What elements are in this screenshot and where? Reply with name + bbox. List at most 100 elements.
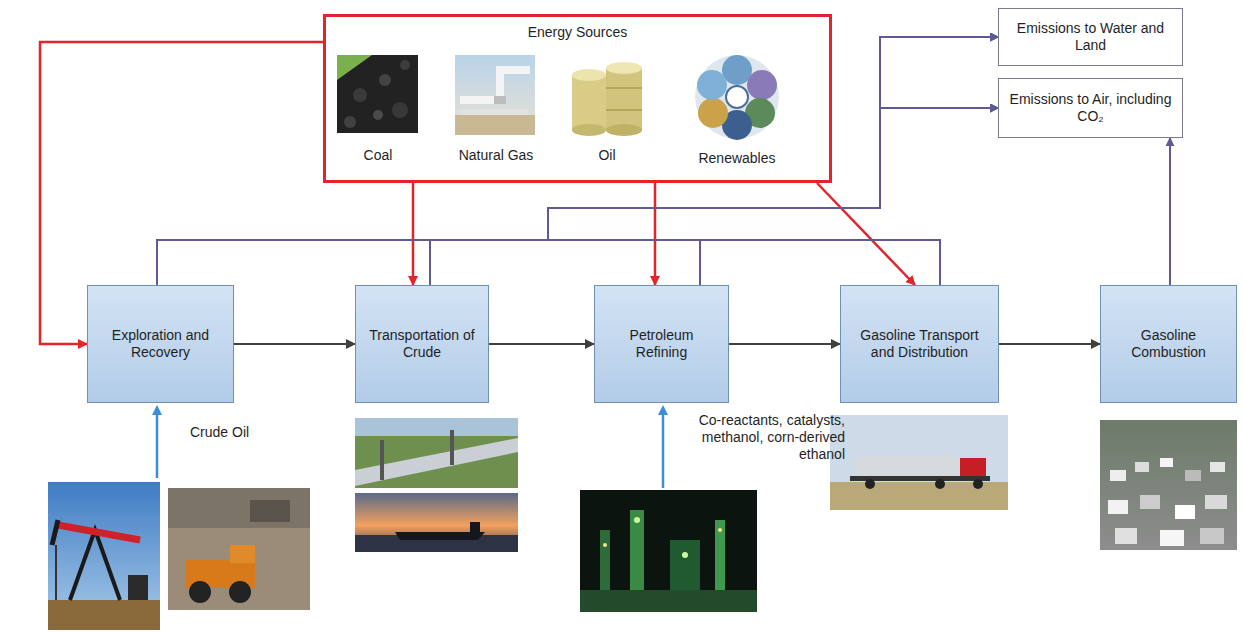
mining-photo <box>230 545 255 563</box>
pump-jack-photo <box>70 530 120 600</box>
emissions-box: Emissions to Air, including CO₂ <box>998 78 1183 138</box>
node-text: Petroleum Refining <box>603 327 720 361</box>
pump-jack-photo <box>52 520 58 545</box>
pipeline-photo <box>355 418 518 488</box>
emission-arrow <box>548 108 998 285</box>
coal-icon <box>337 55 418 133</box>
pipeline-photo <box>355 438 518 486</box>
input-arrow <box>662 412 665 488</box>
node-text: Emissions to Air, including CO₂ <box>1005 91 1176 125</box>
node-text: Exploration and Recovery <box>96 327 225 361</box>
input-arrow <box>658 405 668 415</box>
refinery-photo <box>600 530 610 600</box>
pump-jack-photo <box>55 545 57 600</box>
traffic-photo <box>1160 530 1184 546</box>
refinery-photo <box>634 517 640 523</box>
traffic-photo <box>1100 420 1237 550</box>
refinery-photo <box>580 490 757 612</box>
source-label: Oil <box>547 147 667 164</box>
flow-arrow <box>234 343 355 345</box>
refinery-photo <box>580 590 757 612</box>
tanker-truck-photo <box>973 479 983 489</box>
refinery-photo <box>603 543 607 547</box>
flow-arrow <box>999 343 1100 345</box>
energy-arrow <box>412 183 415 285</box>
renewables-icon <box>698 98 728 128</box>
traffic-photo <box>1200 528 1224 544</box>
emission-arrow <box>157 108 998 285</box>
emission-arrow <box>157 37 998 285</box>
renewables-icon <box>726 86 748 108</box>
process-box: Transportation of Crude <box>355 285 489 403</box>
input-label: Crude Oil <box>190 424 280 441</box>
input-arrow <box>156 412 159 478</box>
pipeline-photo <box>355 418 518 488</box>
tanker-truck-photo <box>830 415 1008 510</box>
renewables-icon <box>747 70 777 100</box>
process-box: Petroleum Refining <box>594 285 729 403</box>
renewables-icon <box>697 70 727 100</box>
renewables-icon <box>695 55 779 139</box>
oil-barrel-icon <box>606 124 642 136</box>
input-arrow <box>152 405 162 415</box>
energy-arrow <box>654 183 657 285</box>
oil-barrel-icon <box>572 75 606 130</box>
refinery-photo <box>718 528 722 532</box>
node-text: Gasoline Combustion <box>1109 327 1228 361</box>
tanker-ship-photo <box>395 532 485 540</box>
pipeline-photo <box>450 430 454 465</box>
pump-jack-photo <box>48 482 160 630</box>
node-text: Energy Sources <box>326 24 829 41</box>
natural-gas-icon <box>455 55 535 135</box>
coal-icon <box>344 116 356 128</box>
node-text: Emissions to Water and Land <box>1005 20 1176 54</box>
oil-barrel-icon <box>572 124 606 136</box>
traffic-photo <box>1160 458 1173 467</box>
tanker-truck-photo <box>935 479 945 489</box>
coal-icon <box>373 110 383 120</box>
oil-barrel-icon <box>606 62 642 74</box>
traffic-photo <box>1108 500 1128 514</box>
traffic-photo <box>1115 528 1137 544</box>
input-arrow <box>152 405 668 488</box>
traffic-photo <box>1175 505 1195 519</box>
natural-gas-icon <box>460 70 530 100</box>
energy-arrow <box>817 183 915 285</box>
refinery-photo <box>580 490 757 612</box>
mining-photo <box>250 500 290 522</box>
mining-photo <box>168 488 310 528</box>
refinery-photo <box>715 520 725 600</box>
mining-photo <box>168 488 310 610</box>
traffic-photo <box>1185 470 1201 481</box>
emission-arrow <box>548 108 998 285</box>
tanker-truck-photo <box>830 415 1008 510</box>
mining-photo <box>189 581 211 603</box>
natural-gas-icon <box>494 96 506 104</box>
natural-gas-icon <box>455 115 535 135</box>
coal-icon <box>392 102 408 118</box>
emission-arrow <box>1169 138 1171 285</box>
tanker-ship-photo <box>355 493 518 552</box>
traffic-photo <box>1100 420 1237 550</box>
mining-photo <box>168 488 310 610</box>
pump-jack-photo <box>48 600 160 630</box>
traffic-photo <box>1110 470 1126 481</box>
pipeline-photo <box>355 418 518 436</box>
oil-barrel-icon <box>606 87 642 89</box>
flow-arrow <box>489 343 594 345</box>
source-label: Coal <box>318 147 438 164</box>
coal-icon <box>337 55 372 80</box>
input-label: Co-reactants, catalysts, methanol, corn-… <box>690 412 845 463</box>
node-text: Gasoline Transport and Distribution <box>849 327 990 361</box>
natural-gas-icon <box>460 109 528 115</box>
pump-jack-photo <box>48 482 160 630</box>
emission-arrow <box>430 37 998 285</box>
traffic-photo <box>1135 462 1149 472</box>
source-label: Renewables <box>677 150 797 167</box>
pump-jack-photo <box>128 575 148 600</box>
oil-barrel-icon <box>572 62 642 136</box>
traffic-photo <box>1205 495 1227 509</box>
emission-arrow <box>548 37 998 285</box>
renewables-icon <box>695 55 779 140</box>
